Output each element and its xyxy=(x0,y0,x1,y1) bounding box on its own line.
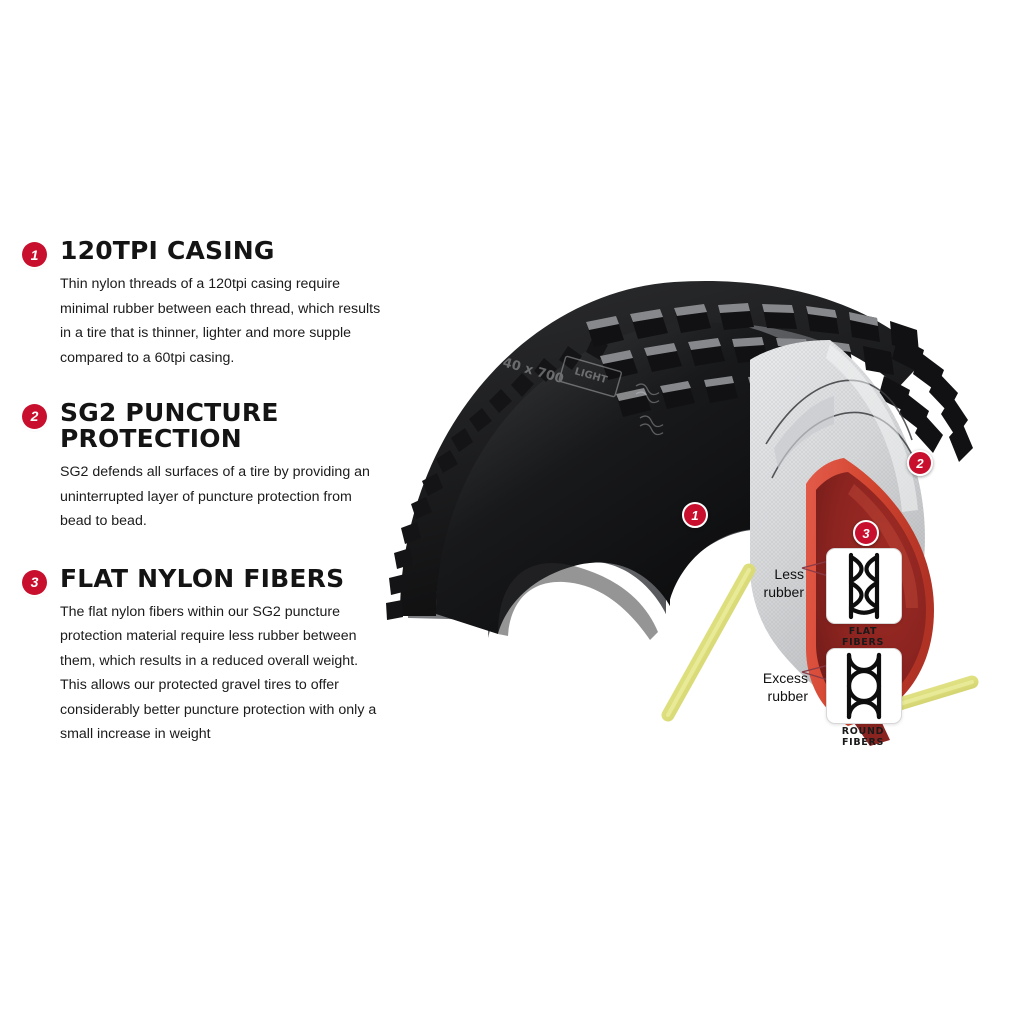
feature-item-flat-nylon-fibers: 3 FLAT NYLON FIBERS The flat nylon fiber… xyxy=(0,563,400,747)
feature-badge-2: 2 xyxy=(22,403,47,429)
feature-title: 120TPI CASING xyxy=(60,236,275,265)
callout-label-excess-rubber: Excess rubber xyxy=(762,670,808,704)
feature-item-sg2-puncture-protection: 2 SG2 PUNCTURE PROTECTION SG2 defends al… xyxy=(0,397,400,534)
feature-description: The flat nylon fibers within our SG2 pun… xyxy=(60,603,377,743)
feature-title: SG2 PUNCTURE PROTECTION xyxy=(60,397,279,454)
feature-list: 1 120TPI CASING Thin nylon threads of a … xyxy=(0,236,400,772)
feature-badge-1: 1 xyxy=(22,242,47,267)
round-fiber-diagram xyxy=(826,648,902,724)
feature-body: FLAT NYLON FIBERS The flat nylon fibers … xyxy=(60,563,400,747)
feature-item-120tpi-casing: 1 120TPI CASING Thin nylon threads of a … xyxy=(0,236,400,370)
flat-fiber-diagram xyxy=(826,548,902,624)
feature-body: 120TPI CASING Thin nylon threads of a 12… xyxy=(60,236,400,370)
feature-title: FLAT NYLON FIBERS xyxy=(60,563,345,593)
feature-badge-3: 3 xyxy=(22,569,47,595)
art-badge-1: 1 xyxy=(682,502,708,528)
art-badge-3: 3 xyxy=(853,520,879,546)
art-badge-2: 2 xyxy=(907,450,933,476)
flat-fiber-caption: FLAT FIBERS xyxy=(841,626,885,648)
bead-cord-left xyxy=(661,563,756,722)
feature-description: Thin nylon threads of a 120tpi casing re… xyxy=(60,276,381,366)
round-fiber-caption: ROUND FIBERS xyxy=(841,726,885,748)
feature-body: SG2 PUNCTURE PROTECTION SG2 defends all … xyxy=(60,397,400,534)
feature-description: SG2 defends all surfaces of a tire by pr… xyxy=(60,464,370,530)
tire-cutaway-illustration: 40 x 700 LIGHT xyxy=(378,248,1009,748)
callout-label-less-rubber: Less rubber xyxy=(763,566,804,600)
